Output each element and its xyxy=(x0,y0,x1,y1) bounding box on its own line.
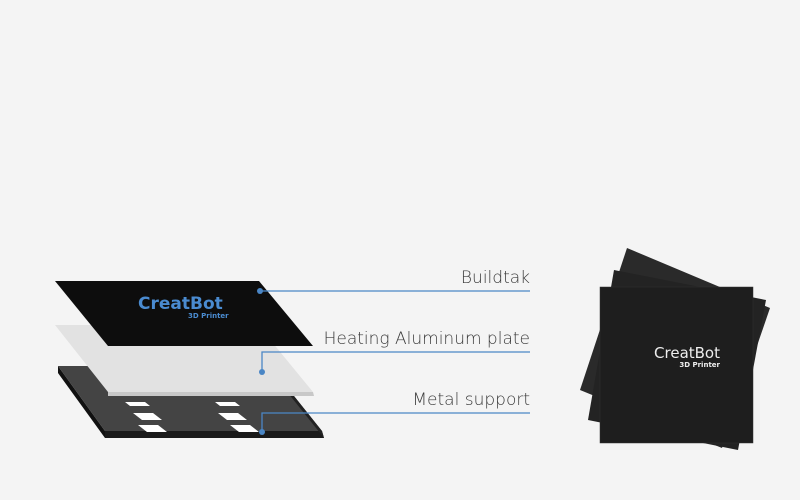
label-heating-aluminum-plate: Heating Aluminum plate xyxy=(323,329,530,349)
product-sheets xyxy=(580,248,770,450)
product-logo: CreatBot 3D Printer xyxy=(640,345,720,369)
buildtak-logo-sub: 3D Printer xyxy=(188,312,229,320)
callout-dot-buildtak xyxy=(257,288,263,294)
callout-dot-metal xyxy=(259,429,265,435)
product-logo-text: CreatBot xyxy=(654,344,720,362)
buildtak-logo: CreatBot xyxy=(138,294,223,314)
buildtak-layer: CreatBot 3D Printer xyxy=(55,281,313,346)
callout-dot-heating xyxy=(259,369,265,375)
product-logo-sub: 3D Printer xyxy=(679,361,720,369)
callout-lines xyxy=(260,290,530,432)
label-metal-support: Metal support xyxy=(412,390,530,410)
label-buildtak: Buildtak xyxy=(460,268,530,288)
